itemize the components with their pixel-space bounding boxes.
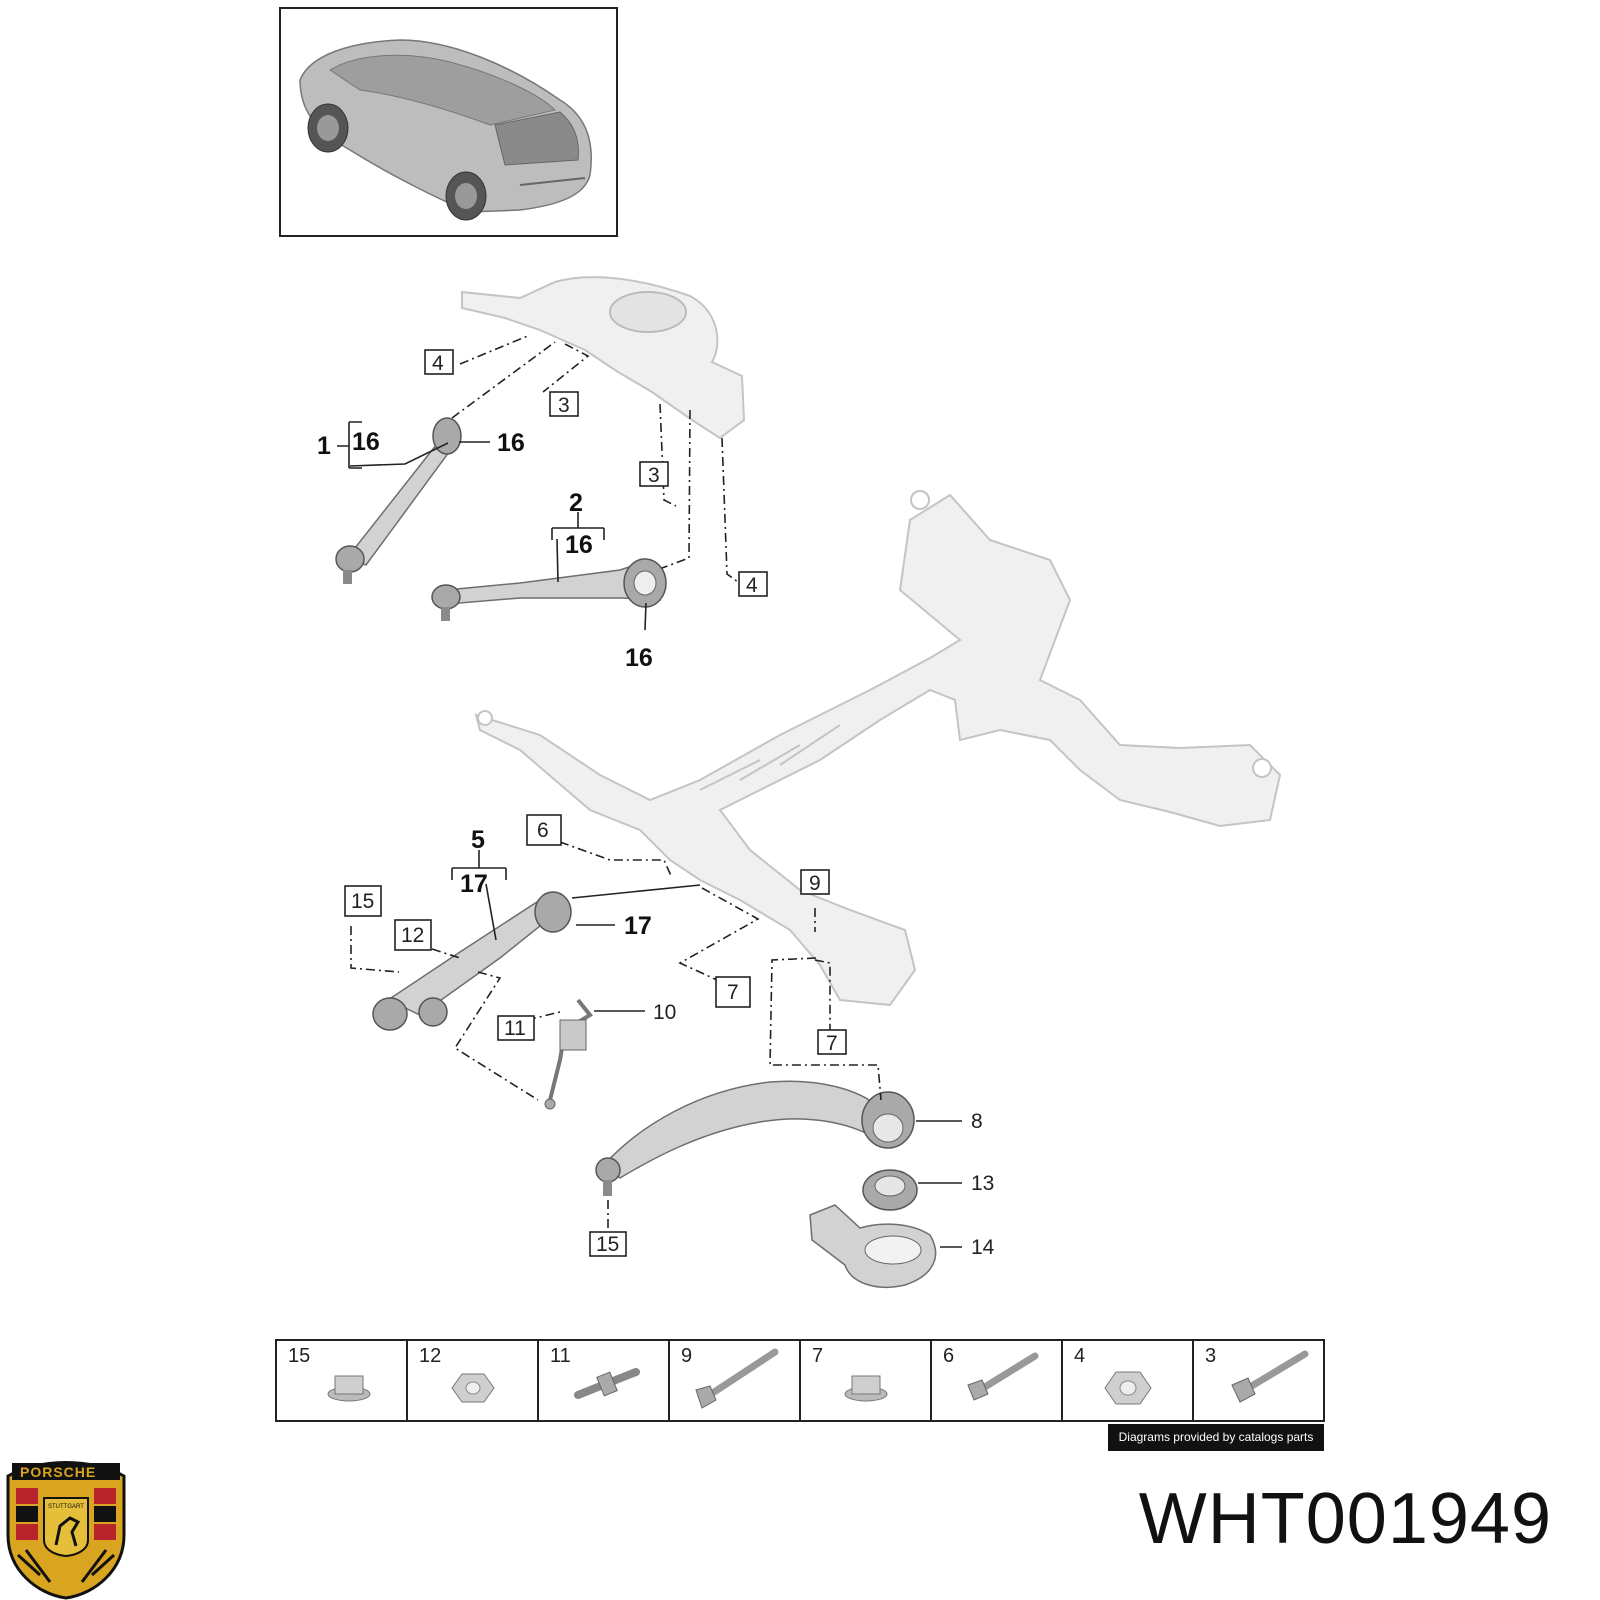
callout-16-a: 16 bbox=[352, 428, 380, 456]
porsche-crest-icon: PORSCHE STUTTGART bbox=[6, 1461, 126, 1600]
group-brackets bbox=[337, 421, 605, 880]
bracket-14 bbox=[809, 1204, 937, 1289]
subframe bbox=[474, 490, 1282, 1007]
hardware-strip: 15 12 11 9 bbox=[275, 1339, 1325, 1422]
svg-text:12: 12 bbox=[401, 924, 424, 947]
svg-text:7: 7 bbox=[826, 1032, 838, 1055]
boxed-callout-9: 9 bbox=[800, 869, 830, 895]
svg-text:9: 9 bbox=[681, 1345, 692, 1367]
callout-16-c: 16 bbox=[565, 531, 593, 559]
control-arm-5 bbox=[372, 891, 572, 1031]
boxed-callout-4-a: 4 bbox=[424, 349, 454, 375]
solid-leaders bbox=[349, 441, 962, 1248]
boxed-callout-4-b: 4 bbox=[738, 571, 768, 597]
boxed-callout-3-b: 3 bbox=[639, 461, 669, 487]
svg-text:15: 15 bbox=[351, 890, 374, 913]
boxed-callout-7-a: 7 bbox=[715, 976, 751, 1008]
knuckle-upper bbox=[461, 276, 746, 440]
svg-text:4: 4 bbox=[746, 574, 758, 597]
part-number: WHT001949 bbox=[1138, 1479, 1552, 1559]
bolt-icon bbox=[1231, 1350, 1309, 1403]
hardware-cell-4: 4 bbox=[1074, 1345, 1152, 1405]
vehicle-thumbnail bbox=[279, 7, 618, 237]
bolt-icon bbox=[967, 1352, 1039, 1401]
callout-8: 8 bbox=[971, 1110, 983, 1133]
bushing-13 bbox=[862, 1169, 918, 1211]
svg-text:4: 4 bbox=[432, 352, 444, 375]
hex-nut-icon bbox=[451, 1373, 495, 1403]
svg-text:6: 6 bbox=[537, 819, 549, 842]
callout-17-a: 17 bbox=[460, 870, 488, 898]
control-arm-8 bbox=[595, 1080, 915, 1196]
callout-16-b: 16 bbox=[497, 429, 525, 457]
svg-text:7: 7 bbox=[812, 1345, 823, 1367]
level-sensor-link bbox=[544, 998, 593, 1110]
svg-text:9: 9 bbox=[809, 872, 821, 895]
callout-17-b: 17 bbox=[624, 912, 652, 940]
boxed-callout-12: 12 bbox=[394, 919, 432, 951]
boxed-callout-6: 6 bbox=[526, 814, 562, 846]
svg-text:7: 7 bbox=[727, 981, 739, 1004]
svg-text:15: 15 bbox=[288, 1345, 310, 1367]
hardware-cell-7: 7 bbox=[812, 1345, 888, 1402]
svg-text:4: 4 bbox=[1074, 1345, 1085, 1367]
control-arm-2 bbox=[431, 558, 667, 621]
hardware-cell-9: 9 bbox=[681, 1345, 779, 1409]
svg-text:15: 15 bbox=[596, 1233, 619, 1256]
callout-1: 1 bbox=[317, 432, 331, 460]
svg-text:3: 3 bbox=[558, 394, 570, 417]
flange-nut-icon bbox=[844, 1375, 888, 1402]
crest-city: STUTTGART bbox=[48, 1504, 84, 1510]
flange-nut-icon bbox=[327, 1375, 371, 1402]
svg-text:11: 11 bbox=[504, 1017, 526, 1040]
hardware-cell-6: 6 bbox=[943, 1345, 1039, 1401]
boxed-callout-15-a: 15 bbox=[344, 885, 382, 917]
svg-text:3: 3 bbox=[1205, 1345, 1216, 1367]
boxed-callout-3-a: 3 bbox=[549, 391, 579, 417]
boxed-callout-15-b: 15 bbox=[589, 1231, 627, 1257]
crest-wordmark: PORSCHE bbox=[20, 1464, 96, 1480]
boxed-callout-11: 11 bbox=[497, 1015, 535, 1041]
stud-icon bbox=[574, 1368, 640, 1399]
hardware-cell-11: 11 bbox=[550, 1345, 640, 1399]
long-bolt-icon bbox=[695, 1348, 779, 1409]
hardware-cell-12: 12 bbox=[419, 1345, 495, 1403]
callout-10: 10 bbox=[653, 1001, 676, 1024]
svg-text:11: 11 bbox=[550, 1345, 571, 1367]
callout-5: 5 bbox=[471, 826, 485, 854]
callout-14: 14 bbox=[971, 1236, 995, 1259]
boxed-callout-7-b: 7 bbox=[817, 1029, 847, 1055]
car-icon bbox=[299, 39, 592, 221]
svg-text:12: 12 bbox=[419, 1345, 441, 1367]
hardware-cell-3: 3 bbox=[1205, 1345, 1309, 1403]
svg-text:3: 3 bbox=[648, 464, 660, 487]
hardware-cell-15: 15 bbox=[288, 1345, 371, 1402]
callout-16-d: 16 bbox=[625, 644, 653, 672]
diagram-credit: Diagrams provided by catalogs parts bbox=[1108, 1424, 1324, 1451]
hex-nut-icon bbox=[1104, 1371, 1152, 1405]
callout-2: 2 bbox=[569, 489, 583, 517]
svg-text:6: 6 bbox=[943, 1345, 954, 1367]
callout-13: 13 bbox=[971, 1172, 994, 1195]
